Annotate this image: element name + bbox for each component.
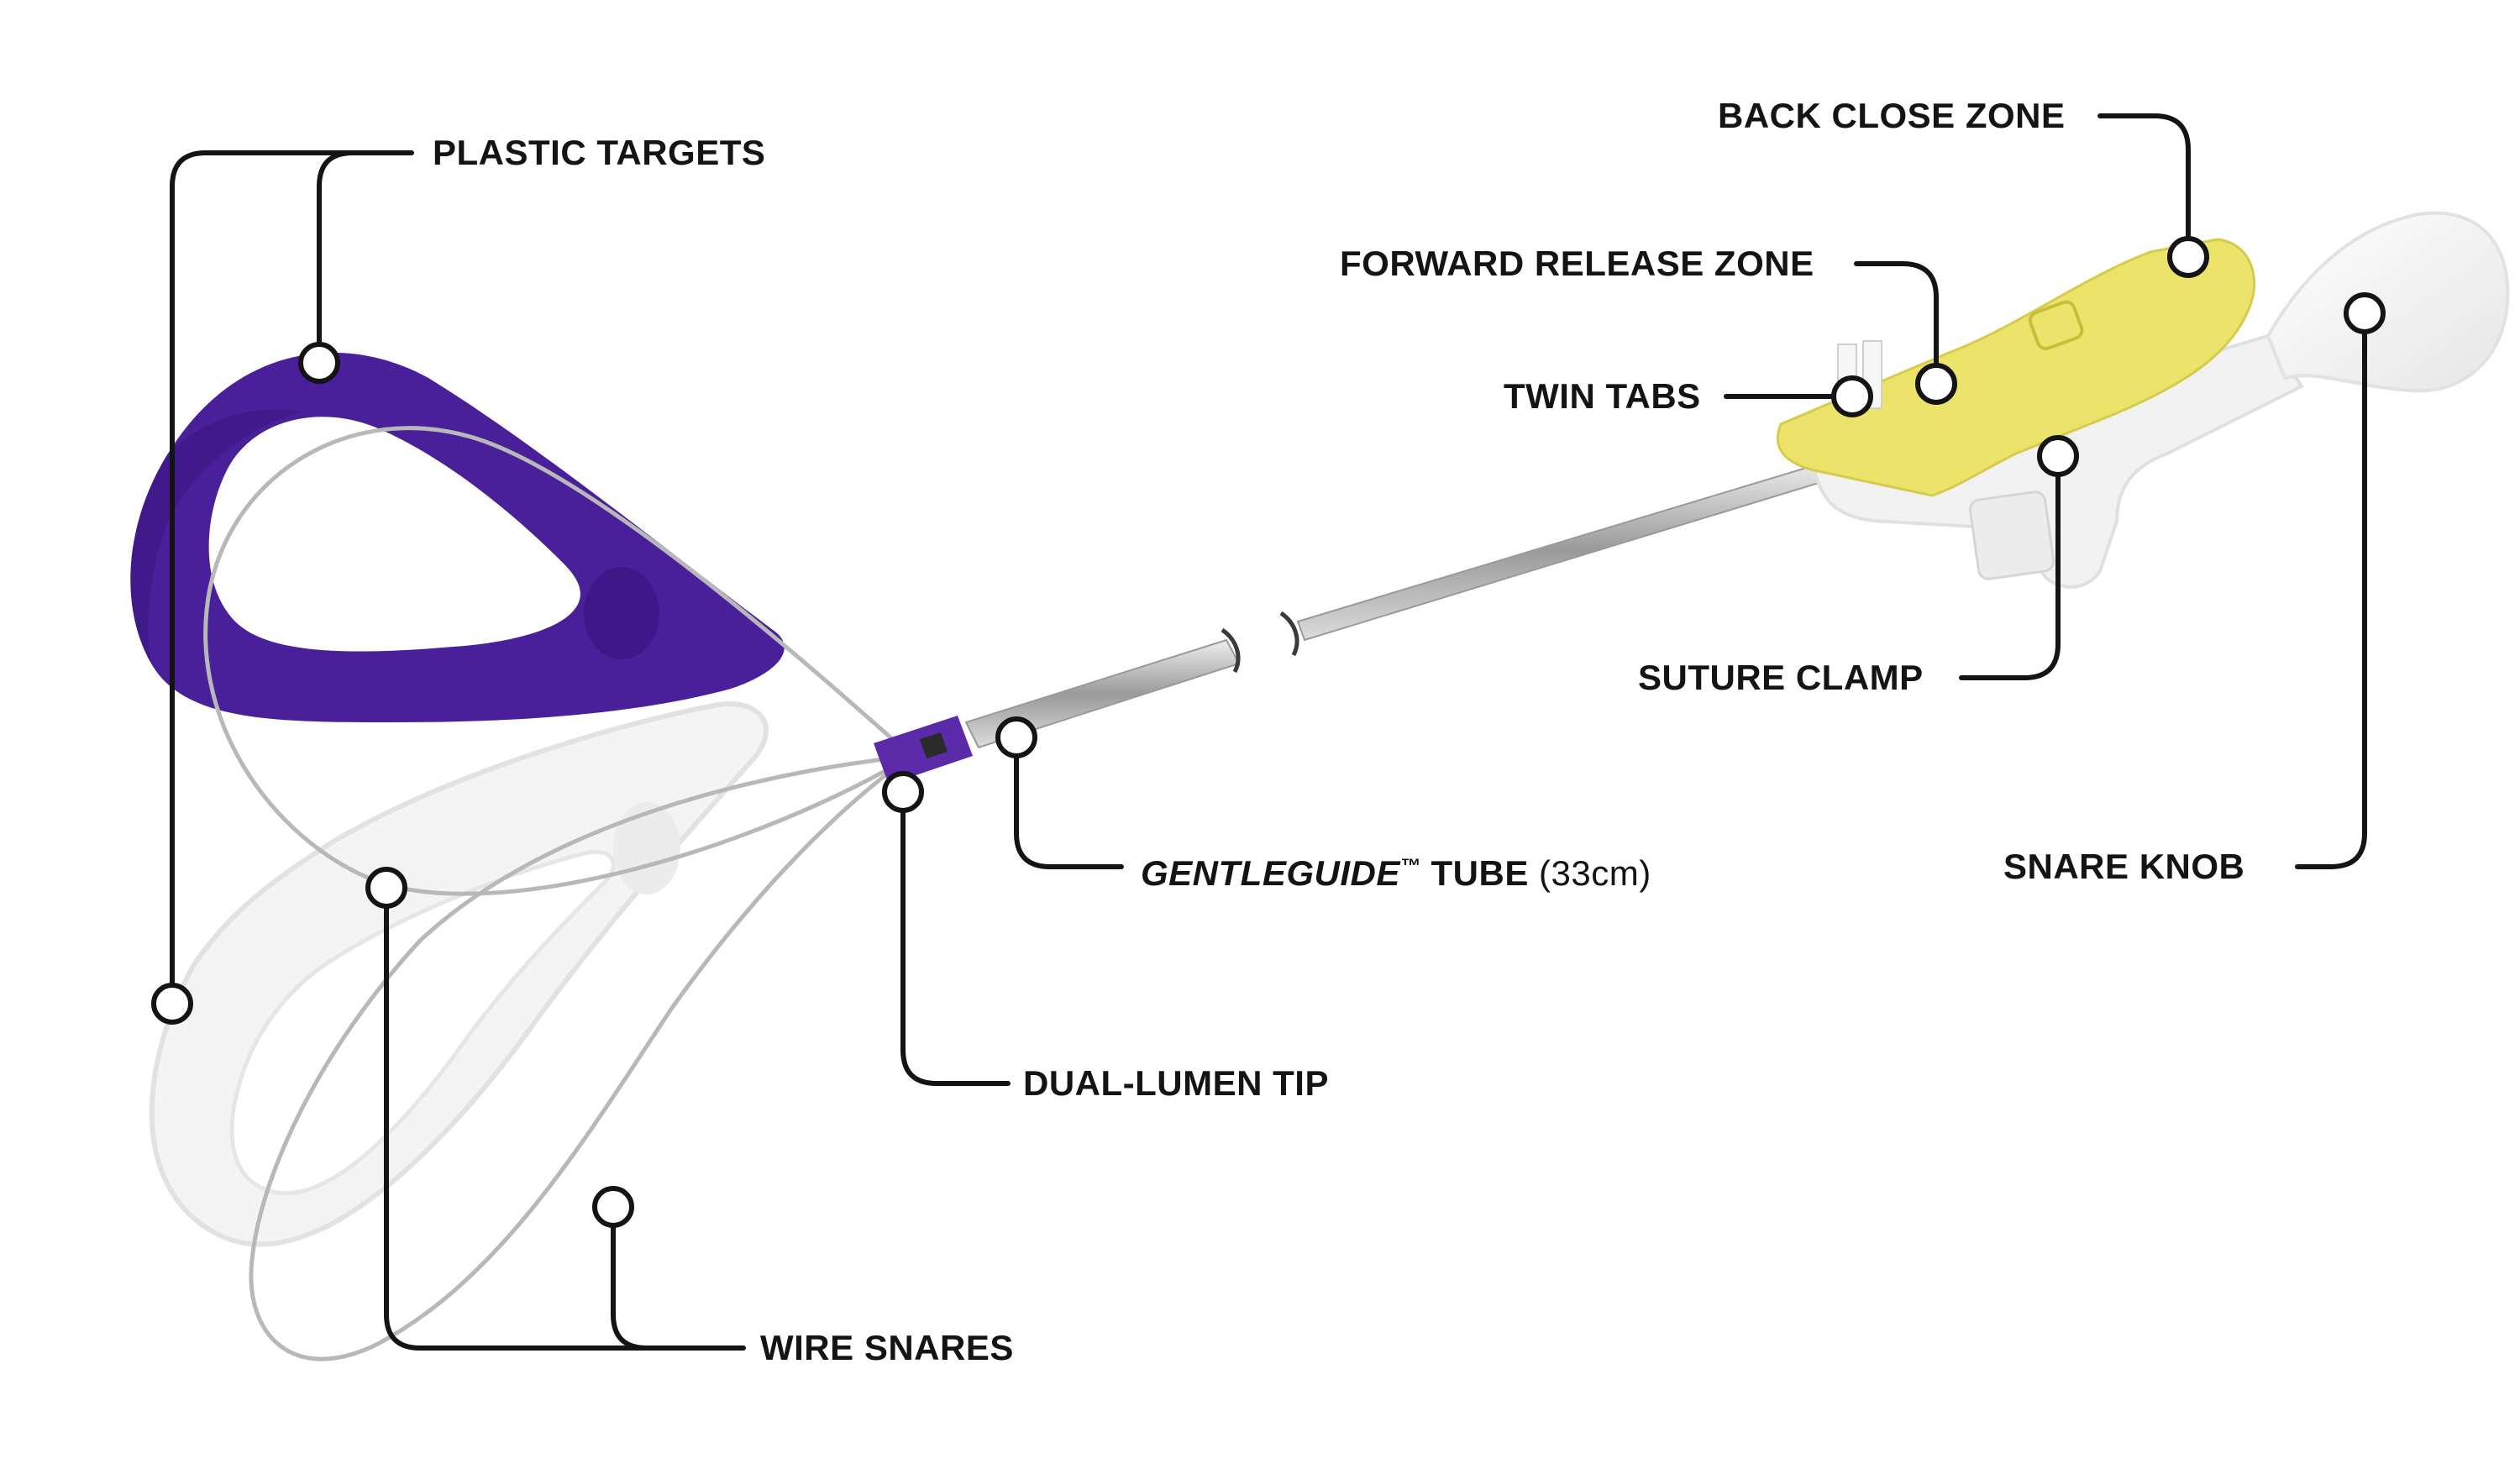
plastic-targets-dot-2 [151, 983, 193, 1025]
back-close-zone-label: BACK CLOSE ZONE [1718, 96, 2066, 135]
gentleguide-length: (33cm) [1539, 853, 1651, 893]
twin-tabs-label: TWIN TABS [1504, 376, 1701, 416]
twin-tabs-dot [1831, 375, 1873, 417]
white-target [149, 701, 769, 1247]
snare-knob-dot [2344, 292, 2386, 334]
wire-snares-dot [592, 1186, 634, 1228]
forward-release-zone-leader [1854, 261, 1939, 375]
forward-release-zone-label: FORWARD RELEASE ZONE [1340, 244, 1814, 283]
callout-lines [170, 113, 2367, 1351]
forward-release-zone-dot [1915, 363, 1957, 405]
callout-dots [151, 236, 2386, 1228]
gentleguide-tube-label: GENTLEGUIDE™ TUBE (33cm) [1141, 846, 1651, 894]
back-close-zone-leader [2097, 113, 2191, 249]
suture-clamp-label: SUTURE CLAMP [1638, 658, 1924, 697]
wire-snares [203, 426, 913, 1361]
dual-lumen-tip-label: DUAL-LUMEN TIP [1023, 1063, 1329, 1103]
back-close-zone-dot [2167, 236, 2209, 278]
dual-lumen-tip-dot [882, 771, 924, 813]
suture-clamp-dot [2037, 435, 2079, 477]
gentleguide-tube [964, 459, 1840, 749]
suture-clamp-leader [1959, 472, 2061, 680]
plastic-targets-leader [317, 150, 414, 365]
plastic-targets-dot [298, 342, 340, 384]
trademark-symbol: ™ [1399, 855, 1421, 878]
plastic-targets-leader-2 [170, 150, 355, 1006]
gentleguide-tube-leader [1014, 753, 1124, 869]
dual-lumen-tip-leader [900, 808, 1011, 1086]
wire-snares-leader [611, 1224, 746, 1351]
gentleguide-tube-dot [995, 716, 1037, 758]
handle-assembly [1776, 211, 2510, 589]
wire-snares-label: WIRE SNARES [760, 1328, 1014, 1367]
gentleguide-word: TUBE [1431, 853, 1529, 893]
plastic-targets-label: PLASTIC TARGETS [433, 133, 766, 172]
gentleguide-name: GENTLEGUIDE [1141, 853, 1400, 893]
dual-lumen-tip [874, 716, 973, 784]
wire-snares-leader-2 [384, 905, 649, 1351]
snare-knob-leader [2295, 329, 2367, 869]
purple-target [130, 352, 785, 722]
snare-knob-label: SNARE KNOB [2003, 847, 2245, 886]
wire-snares-dot-2 [365, 867, 407, 909]
